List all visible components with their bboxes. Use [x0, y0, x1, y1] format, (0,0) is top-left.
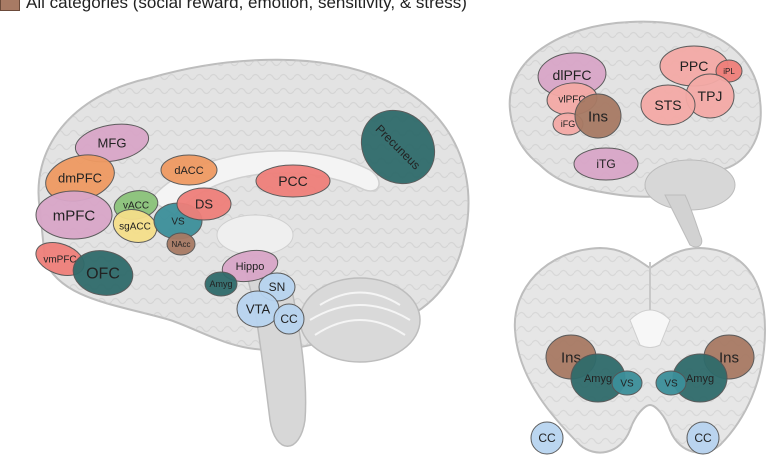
region-ofc-label: OFC — [86, 266, 120, 283]
region-pcc: PCC — [256, 165, 330, 197]
region-mpfc: mPFC — [36, 191, 112, 239]
region-amyg-r-label: Amyg — [686, 373, 714, 385]
region-tpj-label: TPJ — [698, 88, 723, 104]
region-dmpfc-label: dmPFC — [58, 171, 102, 186]
region-ins-lat-label: Ins — [588, 108, 608, 125]
region-vta-label: VTA — [246, 302, 271, 317]
lateral-cerebellum — [645, 160, 735, 210]
region-vs-l-label: VS — [620, 379, 634, 390]
region-cc-r-label: CC — [694, 431, 712, 445]
region-cc-sag-label: CC — [280, 312, 298, 326]
region-nacc: NAcc — [167, 233, 195, 255]
region-ds: DS — [177, 188, 231, 220]
region-sgacc-label: sgACC — [119, 222, 151, 233]
region-vs-l: VS — [612, 371, 642, 395]
region-dacc: dACC — [161, 155, 217, 185]
region-cc-l: CC — [531, 422, 563, 454]
region-cc-sag: CC — [274, 304, 304, 334]
region-cc-r: CC — [687, 422, 719, 454]
region-sn-label: SN — [269, 280, 286, 294]
region-dlpfc-label: dlPFC — [553, 67, 592, 83]
cerebellum — [300, 278, 420, 362]
region-vs-r: VS — [656, 371, 686, 395]
region-itg: iTG — [574, 148, 638, 180]
region-vmpfc-label: vmPFC — [43, 255, 76, 266]
region-vta: VTA — [237, 291, 279, 327]
region-dacc-label: dACC — [174, 165, 203, 177]
region-amyg-l-label: Amyg — [584, 373, 612, 385]
region-pcc-label: PCC — [278, 173, 308, 189]
region-ds-label: DS — [195, 197, 213, 212]
region-amyg-sag: Amyg — [205, 272, 237, 296]
region-hippo-label: Hippo — [236, 261, 265, 273]
region-amyg-sag-label: Amyg — [209, 279, 232, 289]
region-mpfc-label: mPFC — [53, 207, 96, 224]
region-sts-label: STS — [654, 97, 681, 113]
region-sts: STS — [641, 85, 695, 125]
region-ipl-label: iPL — [723, 67, 735, 76]
region-itg-label: iTG — [596, 157, 615, 171]
region-mfg-label: MFG — [98, 136, 127, 151]
region-cc-l-label: CC — [538, 431, 556, 445]
region-vs-sag-label: VS — [171, 217, 185, 228]
region-nacc-label: NAcc — [171, 240, 190, 249]
thalamus — [217, 215, 293, 255]
region-ifg-label: iFG — [561, 119, 576, 129]
region-vs-r-label: VS — [664, 379, 678, 390]
region-ins-lat: Ins — [575, 94, 621, 138]
region-ppc-label: PPC — [680, 58, 709, 74]
